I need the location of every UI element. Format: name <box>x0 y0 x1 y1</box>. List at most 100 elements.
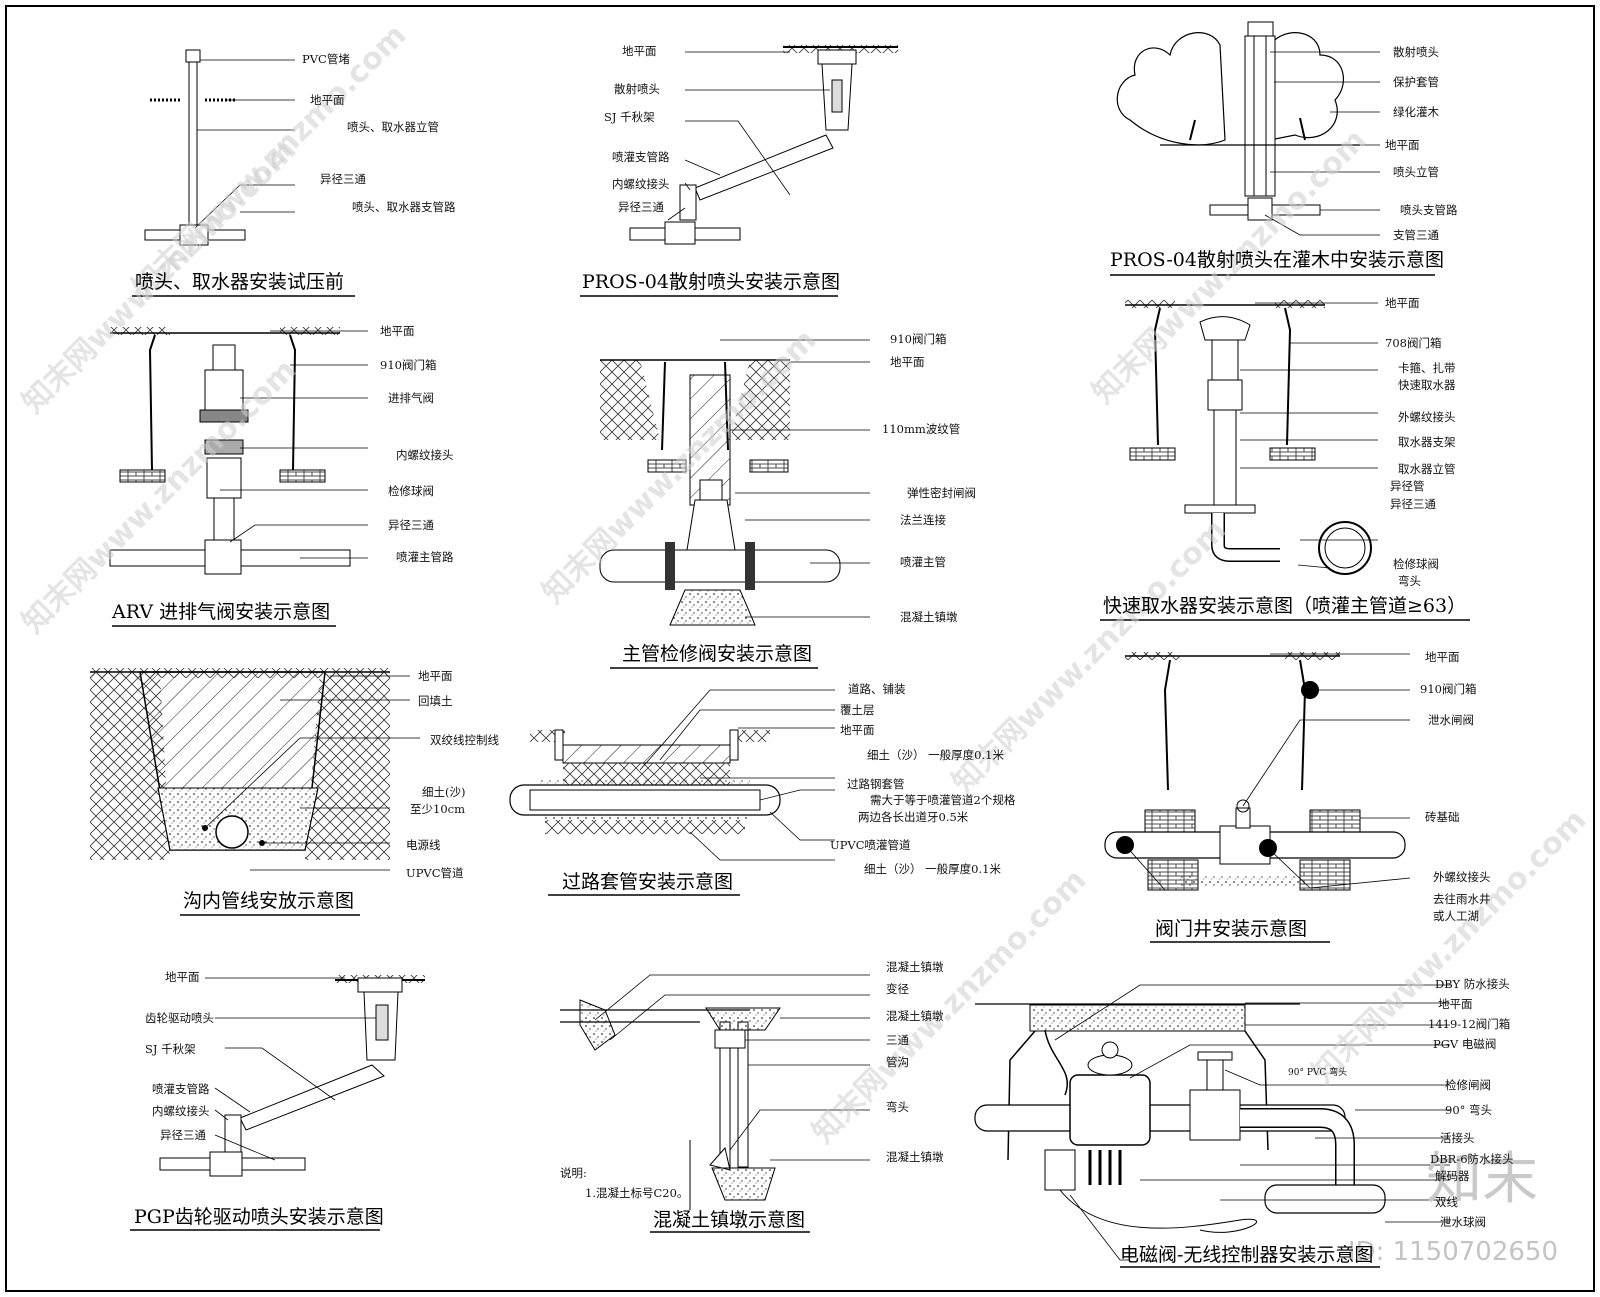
label: 混凝土镇墩 <box>886 1009 944 1023</box>
diagram-title: 阀门井安装示意图 <box>1155 918 1308 940</box>
label: 砖基础 <box>1425 810 1460 824</box>
label: 绿化灌木 <box>1393 105 1439 119</box>
label: 去往雨水井 <box>1433 892 1491 906</box>
label: 喷头立管 <box>1393 165 1439 179</box>
diagram-title: 主管检修阀安装示意图 <box>622 643 813 665</box>
label: 管沟 <box>886 1055 909 1069</box>
label: 支管三通 <box>1393 228 1439 242</box>
label: PGV 电磁阀 <box>1433 1037 1497 1051</box>
label: 地平面 <box>622 44 657 58</box>
label: 910阀门箱 <box>380 358 437 372</box>
label: 泄水闸阀 <box>1428 713 1474 727</box>
diagram-title: PROS-04散射喷头安装示意图 <box>582 271 840 293</box>
label: 弯头 <box>1398 574 1421 588</box>
label: 卡箍、扎带 <box>1398 361 1456 375</box>
label: 至少10cm <box>410 802 465 816</box>
label: 喷头、取水器支管路 <box>352 200 456 214</box>
label: 喷灌支管路 <box>612 150 670 164</box>
label: 或人工湖 <box>1433 909 1479 923</box>
label: 地平面 <box>380 324 415 338</box>
diagram-solenoid-wireless-controller <box>974 984 1450 1261</box>
label: UPVC管道 <box>406 866 464 880</box>
label: 双绞线控制线 <box>430 733 499 747</box>
label: 外螺纹接头 <box>1398 410 1456 424</box>
label: 需大于等于喷灌管道2个规格 <box>870 793 1016 807</box>
label: DBY 防水接头 <box>1435 977 1510 991</box>
label: 内螺纹接头 <box>612 177 670 191</box>
label: 混凝土镇墩 <box>886 960 944 974</box>
diagram-trench-pipes <box>90 668 420 871</box>
label: 1419-12阀门箱 <box>1428 1017 1511 1031</box>
label: 异径三通 <box>618 200 664 214</box>
label: 混凝土镇墩 <box>886 1150 944 1164</box>
label: 检修球阀 <box>1393 557 1439 571</box>
label: 地平面 <box>310 93 345 107</box>
label: 电源线 <box>406 838 441 852</box>
label: 地平面 <box>1425 650 1460 664</box>
note-title: 说明: <box>560 1166 587 1180</box>
label: 喷头支管路 <box>1400 203 1458 217</box>
diagram-title: PROS-04散射喷头在灌木中安装示意图 <box>1110 249 1444 271</box>
diagram-pgp-gear-head <box>159 975 425 1177</box>
diagram-title: PGP齿轮驱动喷头安装示意图 <box>134 1206 384 1228</box>
diagram-quick-coupler <box>1125 300 1378 575</box>
diagram-title: 过路套管安装示意图 <box>562 871 734 893</box>
label: 检修闸阀 <box>1445 1078 1491 1092</box>
label: 内螺纹接头 <box>396 448 454 462</box>
sheet-border <box>5 5 1595 1292</box>
diagram-arv-air-valve <box>109 327 368 575</box>
diagram-concrete-thrust-blocks <box>560 974 870 1210</box>
diagram-title: 沟内管线安放示意图 <box>183 890 355 912</box>
label: 地平面 <box>1438 997 1473 1011</box>
label: 异径三通 <box>388 518 434 532</box>
label: 异径三通 <box>320 172 366 186</box>
label: 弯头 <box>886 1100 909 1114</box>
diagram-riser-before-test <box>144 49 295 246</box>
label: 708阀门箱 <box>1385 336 1442 350</box>
label: 异径三通 <box>160 1128 206 1142</box>
label: 混凝土镇墩 <box>900 610 958 624</box>
label: 喷灌主管 <box>900 555 946 569</box>
diagram-road-crossing-sleeve <box>509 689 835 861</box>
diagram-title: 快速取水器安装示意图（喷灌主管道≥63） <box>1103 595 1467 617</box>
note-text: 1.混凝土标号C20。 <box>585 1186 689 1200</box>
label: 法兰连接 <box>900 513 946 527</box>
label: 细土（沙） 一般厚度0.1米 <box>867 748 1004 762</box>
label: 道路、铺装 <box>848 682 906 696</box>
label: 喷灌支管路 <box>152 1082 210 1096</box>
label: 取水器支架 <box>1398 435 1456 449</box>
id-tag: ID: 1150702650 <box>1347 1237 1558 1267</box>
diagram-pros04-spray-head <box>629 45 898 245</box>
label: 解码器 <box>1435 1169 1470 1183</box>
diagram-valve-well <box>1104 652 1411 891</box>
label: PVC管堵 <box>302 52 350 66</box>
diagram-main-maintenance-valve <box>599 339 870 626</box>
diagram-title: 混凝土镇墩示意图 <box>653 1209 806 1231</box>
label: 散射喷头 <box>1393 45 1439 59</box>
label: 检修球阀 <box>388 484 434 498</box>
brand-watermark: 知末 <box>1426 1147 1538 1212</box>
label: 地平面 <box>840 723 875 737</box>
label: 外螺纹接头 <box>1433 870 1491 884</box>
label: 异径三通 <box>1390 497 1436 511</box>
diagram-title: 电磁阀-无线控制器安装示意图 <box>1120 1244 1374 1266</box>
label: 散射喷头 <box>614 82 660 96</box>
label: 两边各长出道牙0.5米 <box>858 810 969 824</box>
label: 三通 <box>886 1033 909 1047</box>
label: SJ 千秋架 <box>604 110 655 124</box>
label: 回填土 <box>418 694 453 708</box>
label: 90° 弯头 <box>1445 1103 1493 1117</box>
label: DBR-6防水接头 <box>1430 1152 1514 1166</box>
label: 喷灌主管路 <box>396 550 454 564</box>
label: 活接头 <box>1440 1131 1475 1145</box>
diagram-title: 喷头、取水器安装试压前 <box>135 271 345 293</box>
label: 90° PVC 弯头 <box>1288 1068 1348 1078</box>
label: 泄水球阀 <box>1440 1215 1486 1229</box>
label: 取水器立管 <box>1398 462 1456 476</box>
label: 过路钢套管 <box>847 777 905 791</box>
label: 地平面 <box>1385 296 1420 310</box>
diagram-title: ARV 进排气阀安装示意图 <box>112 601 331 623</box>
label: 覆土层 <box>840 703 875 717</box>
label: 细土（沙） 一般厚度0.1米 <box>864 862 1001 876</box>
